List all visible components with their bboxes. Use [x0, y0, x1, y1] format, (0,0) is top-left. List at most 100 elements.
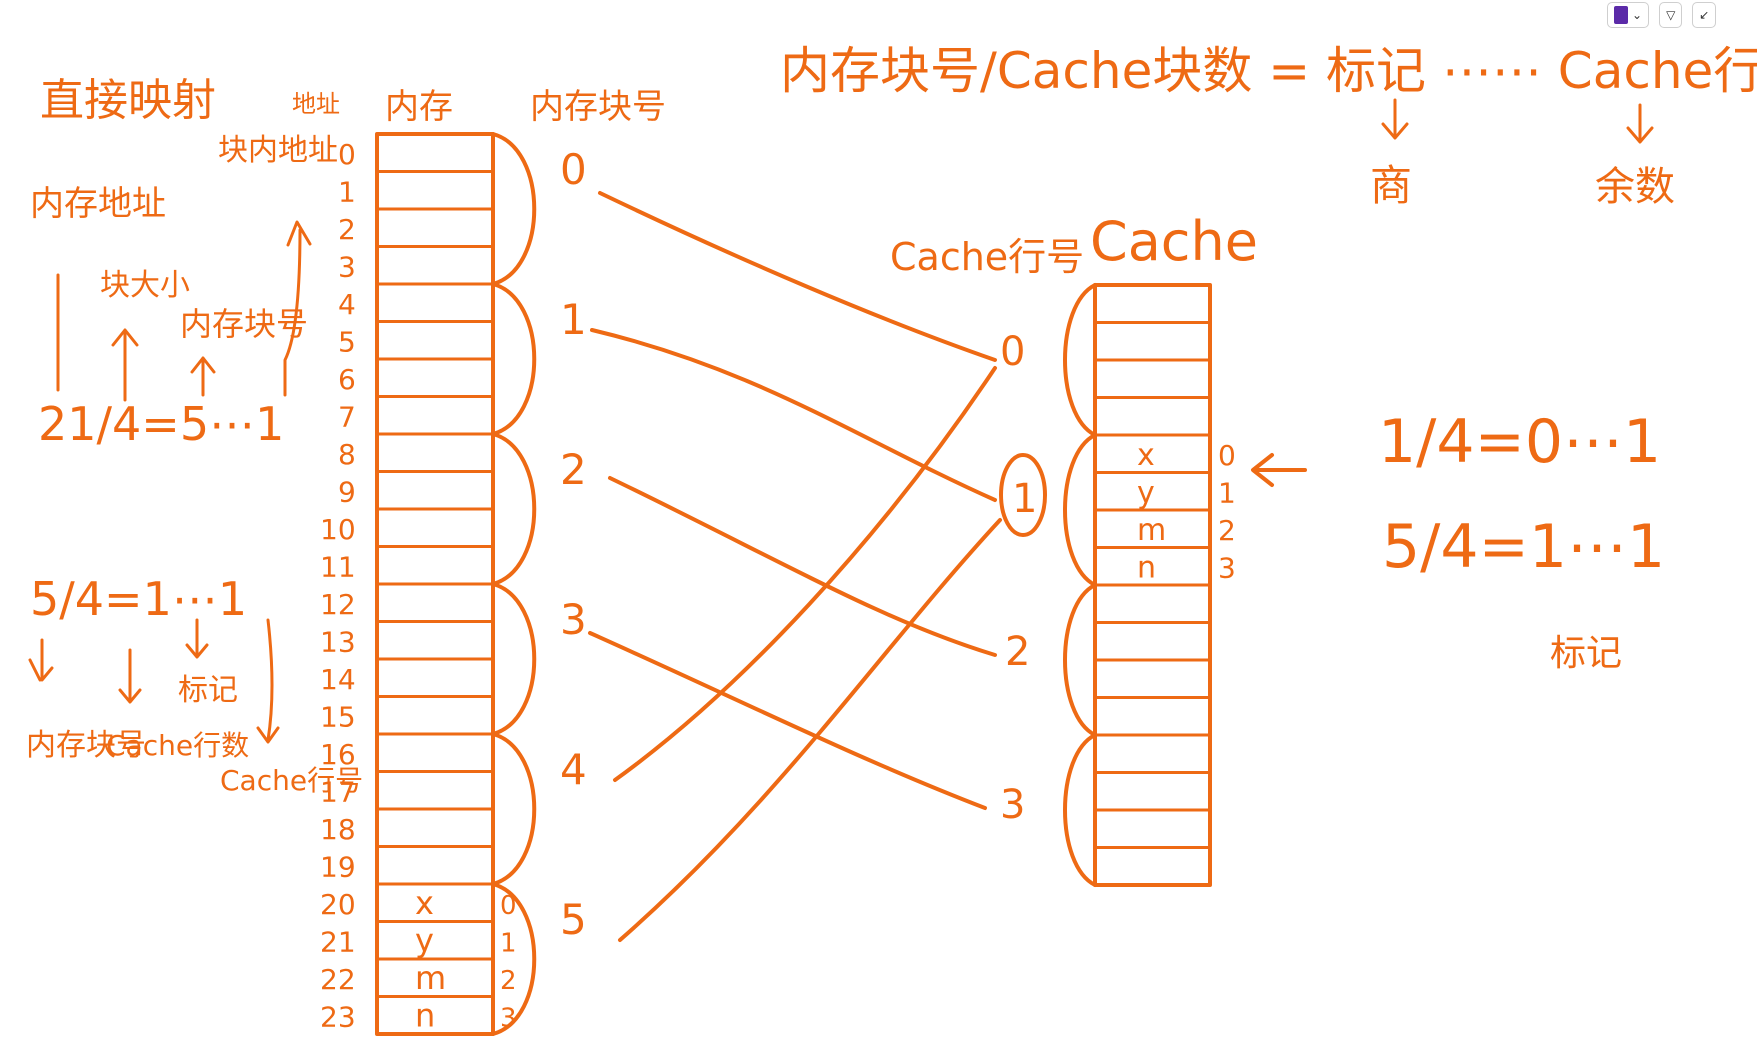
- top-formula: 内存块号/Cache块数 = 标记 ⋯⋯ Cache行号: [780, 42, 1757, 100]
- cache-cell-value: n: [1137, 551, 1156, 586]
- quotient-label: 商: [1370, 161, 1412, 210]
- memory-address: 17: [320, 776, 356, 809]
- memory-block-brackets: [491, 132, 537, 1036]
- tag-label: 标记: [1550, 633, 1622, 674]
- arrow-down-icon: [185, 618, 209, 659]
- arrow-down-icon: [1626, 103, 1654, 144]
- cache-cell-value: y: [1137, 476, 1155, 511]
- memory-address: 0: [338, 138, 356, 171]
- map-block4-line0: [613, 366, 997, 782]
- memory-block-bracket: [491, 282, 537, 436]
- memory-block-bracket: [491, 582, 537, 736]
- memory-block-number: 3: [560, 595, 587, 644]
- eq2-label-tag: 标记: [178, 673, 238, 708]
- arrow-down-icon: [1381, 98, 1409, 140]
- memory-address: 7: [338, 401, 356, 434]
- cache-line-bracket: [1063, 433, 1097, 587]
- arrow-up-icon: [190, 356, 216, 397]
- memory-cell-dividers: [375, 170, 495, 998]
- equation-21-div-4: 21/4=5⋯1: [38, 397, 284, 451]
- cache-header: Cache: [1090, 210, 1258, 273]
- cache-line-bracket: [1063, 583, 1097, 737]
- memory-address: 19: [320, 851, 356, 884]
- cache-cell-value: m: [1137, 513, 1166, 548]
- memory-address: 23: [320, 1001, 356, 1034]
- memory-cell-offset: 2: [500, 966, 517, 996]
- pen-color-icon: [1614, 6, 1628, 24]
- map-block5-line1: [618, 518, 1002, 942]
- memory-cell-value: n: [415, 997, 435, 1035]
- arrow-left-icon: [1251, 453, 1307, 487]
- memory-address: 20: [320, 888, 356, 921]
- memory-address: 16: [320, 738, 356, 771]
- equation-5-div-4-right: 5/4=1⋯1: [1382, 512, 1665, 582]
- cache-cell-offset: 0: [1218, 439, 1236, 472]
- memory-address: 15: [320, 701, 356, 734]
- chevron-down-icon: ⌄: [1632, 8, 1643, 22]
- memory-block-bracket: [491, 882, 537, 1036]
- cache-line-number: 2: [1005, 629, 1030, 675]
- funnel-icon[interactable]: ▽: [1659, 2, 1683, 28]
- memory-address: 5: [338, 326, 356, 359]
- map-block0-line0: [598, 191, 997, 362]
- map-block3-line3: [588, 631, 987, 810]
- arrow-down-icon: [118, 648, 142, 704]
- curved-arrow-icon: [283, 220, 312, 397]
- memory-cell-offset: 0: [500, 891, 517, 921]
- memory-cell-value: x: [415, 884, 434, 922]
- memory-block-bracket: [491, 432, 537, 586]
- memory-address: 18: [320, 813, 356, 846]
- arrow-up-icon: [111, 328, 139, 402]
- title-direct-mapping: 直接映射: [40, 75, 216, 126]
- memory-address: 14: [320, 663, 356, 696]
- memory-cell-offset: 1: [500, 929, 517, 959]
- memory-block-number: 2: [560, 445, 587, 494]
- cache-line-brackets: [1063, 283, 1097, 887]
- memory-address: 12: [320, 588, 356, 621]
- addr-label: 地址: [292, 90, 340, 118]
- cache-line-bracket: [1063, 283, 1097, 437]
- arrow-down-icon: [256, 618, 280, 744]
- cache-line-number: 3: [1000, 782, 1025, 828]
- arrow-down-icon: [28, 638, 54, 682]
- equation-5-div-4-left: 5/4=1⋯1: [30, 572, 247, 626]
- memory-address: 21: [320, 926, 356, 959]
- eq2-label-cache-line-no: Cache行号: [220, 764, 363, 797]
- memory-address: 9: [338, 476, 356, 509]
- cache-cell-offset: 3: [1218, 552, 1236, 585]
- remainder-label: 余数: [1595, 164, 1675, 210]
- mapping-lines: [588, 191, 1002, 942]
- toolbar: ⌄ ▽ ↙: [1607, 0, 1757, 30]
- memory-address: 6: [338, 363, 356, 396]
- expand-icon[interactable]: ↙: [1692, 2, 1717, 28]
- highlight-circle: [999, 453, 1047, 537]
- memory-cell-value: m: [415, 959, 446, 997]
- memory-block-bracket: [491, 132, 537, 286]
- block-no-label: 内存块号: [180, 305, 308, 343]
- memory-cell-offset: 3: [500, 1004, 517, 1034]
- memory-address: 22: [320, 963, 356, 996]
- memory-address: 13: [320, 626, 356, 659]
- cache-cell-offset: 2: [1218, 514, 1236, 547]
- cache-line-number: 0: [1000, 329, 1025, 375]
- cache-cell-offset: 1: [1218, 477, 1236, 510]
- left-annotation-arrows: [28, 220, 312, 744]
- cache-cell-dividers: [1093, 321, 1212, 849]
- map-block2-line2: [608, 476, 997, 657]
- map-block1-line1: [590, 328, 997, 502]
- cache-line-number: 1: [1012, 476, 1037, 522]
- memory-block-header: 内存块号: [530, 87, 666, 127]
- mem-addr-label: 内存地址: [30, 184, 166, 224]
- block-size-label: 块大小: [100, 268, 190, 303]
- memory-address: 2: [338, 213, 356, 246]
- eq2-label-cache-lines: Cache行数: [106, 729, 249, 762]
- memory-block-number: 5: [560, 895, 587, 944]
- memory-block-bracket: [491, 732, 537, 886]
- offset-label: 块内地址: [218, 133, 338, 168]
- pen-color-button[interactable]: ⌄: [1607, 2, 1650, 28]
